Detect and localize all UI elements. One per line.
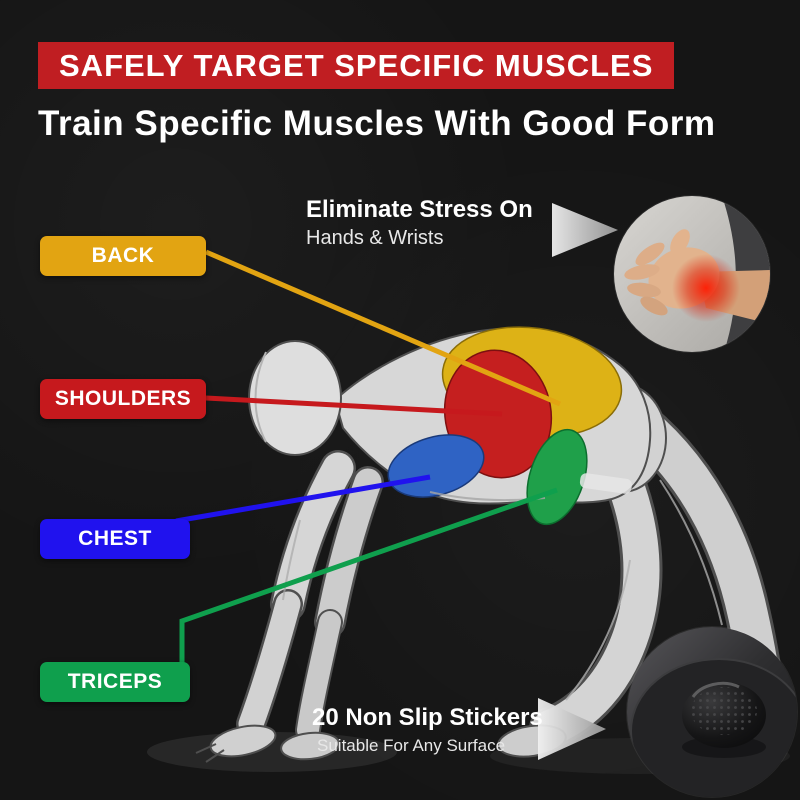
banner-headline: SAFELY TARGET SPECIFIC MUSCLES (38, 42, 675, 89)
back-connector-line (205, 249, 561, 407)
arrow-right-icon (538, 698, 606, 760)
chest-connector-line (175, 474, 431, 524)
sticker-photo (627, 627, 797, 797)
muscle-label-shoulders: SHOULDERS (40, 379, 206, 419)
triceps-connector-line (179, 487, 558, 663)
muscle-label-back: BACK (40, 236, 206, 276)
shoulders-connector-line (205, 395, 503, 417)
muscle-label-chest: CHEST (40, 519, 190, 559)
sticker-callout-subtitle: Suitable For Any Surface (317, 736, 506, 755)
subtitle: Train Specific Muscles With Good Form (38, 104, 716, 143)
pain-glow (672, 254, 740, 322)
arrow-right-icon (552, 203, 618, 257)
wrist-photo (614, 196, 770, 352)
wrist-photo-image (614, 196, 770, 352)
muscle-label-triceps: TRICEPS (40, 662, 190, 702)
sticker-callout-title: 20 Non Slip Stickers (312, 704, 543, 731)
sticker-photo-image (627, 627, 797, 797)
wrist-callout-title: Eliminate Stress On (306, 196, 533, 223)
wrist-callout-subtitle: Hands & Wrists (306, 227, 444, 249)
